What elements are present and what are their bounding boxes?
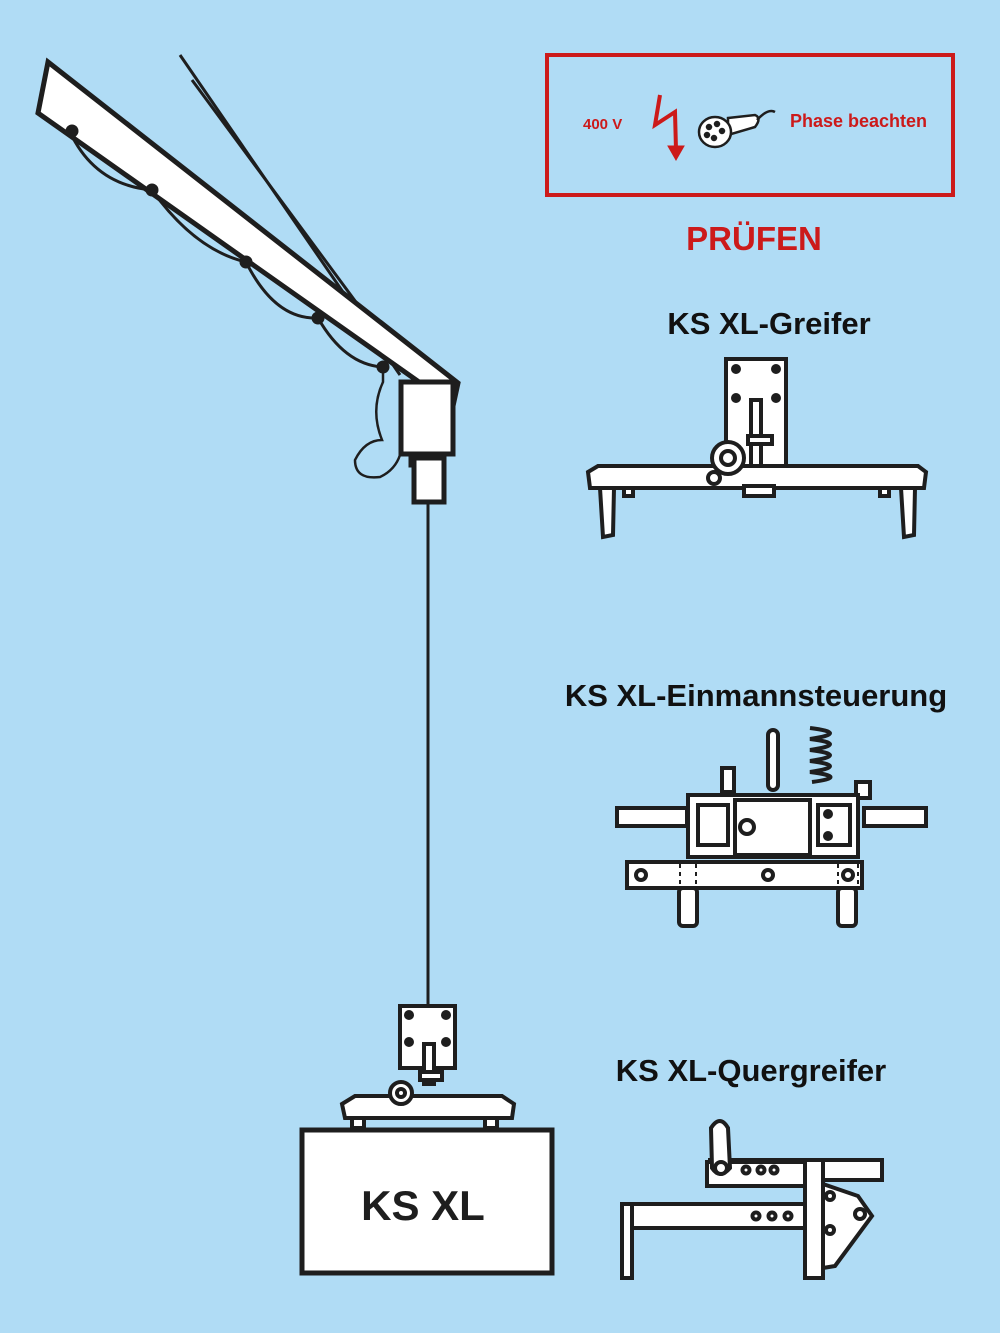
lightning-bolt-icon [652,94,685,162]
einmannsteuerung-drawing [615,726,928,928]
phase-note-label: Phase beachten [790,111,927,131]
warning-box [545,53,955,197]
greifer-drawing [585,357,929,540]
crane-jib [35,54,461,1008]
quergreifer-title: KS XL-Quergreifer [616,1053,886,1088]
load-box-label: KS XL [361,1182,485,1229]
einmannsteuerung-title: KS XL-Einmannsteuerung [565,678,947,713]
load-box [299,1127,555,1276]
mounted-gripper-icon [339,1004,517,1130]
quergreifer-drawing [620,1119,884,1280]
voltage-label: 400 V [583,116,622,133]
check-label: PRÜFEN [686,220,822,257]
plug-connector-icon [697,109,776,149]
greifer-title: KS XL-Greifer [667,306,870,341]
